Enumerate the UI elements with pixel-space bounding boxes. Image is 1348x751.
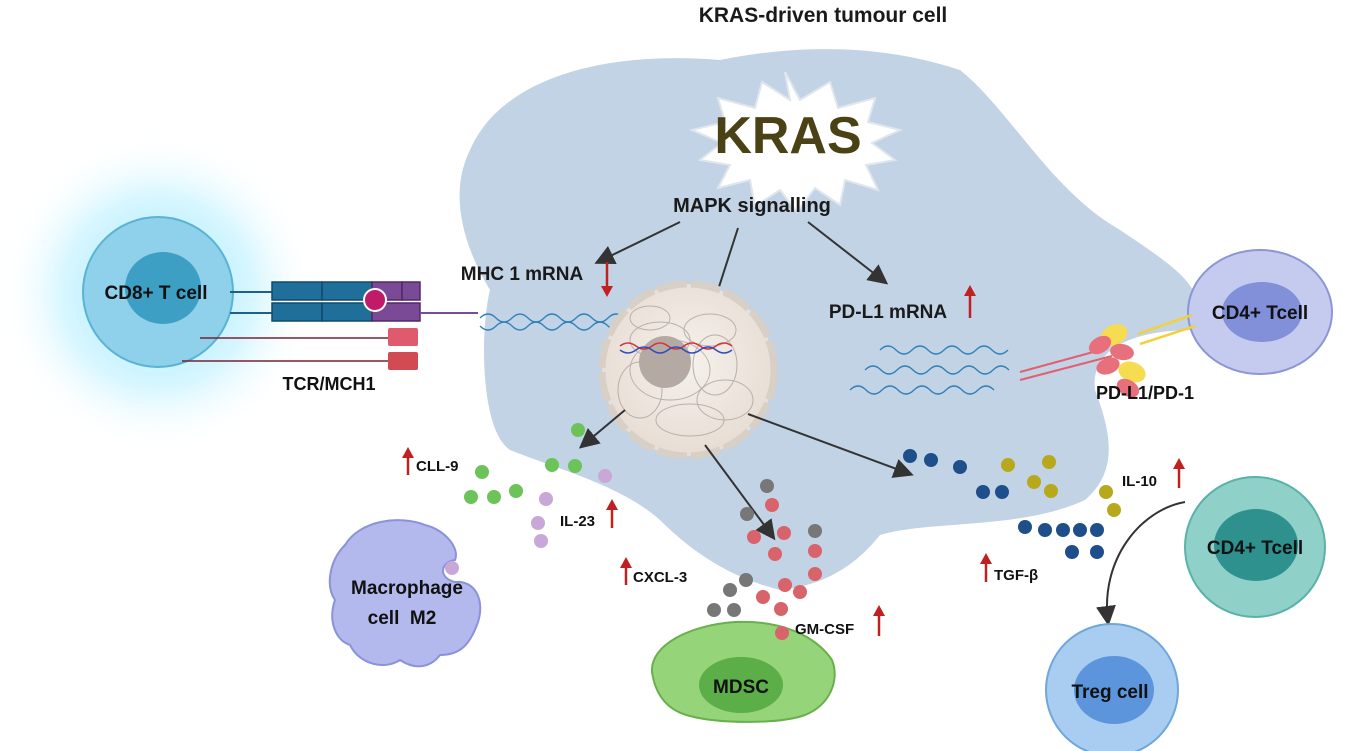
tgfb-up-arrow: [980, 553, 992, 582]
cd8-label: CD8+ T cell: [105, 283, 208, 304]
arrow-nucleus-to-mdsc: [704, 444, 776, 541]
il23-label: IL-23: [560, 513, 595, 530]
mdsc-label: MDSC: [713, 677, 769, 698]
treg-label: Treg cell: [1071, 682, 1148, 703]
cxcl3-particles: [707, 479, 822, 617]
cll9-up-arrow: [402, 447, 414, 475]
mapk-label: MAPK signalling: [673, 195, 831, 217]
il10-label: IL-10: [1122, 473, 1157, 490]
il23-particles: [531, 469, 612, 548]
cd8-t-cell: [82, 216, 234, 368]
cd4-t-cell-bottom: [1184, 476, 1326, 618]
arrow-mapk-to-pdl1: [807, 221, 889, 285]
cll9-particles: [464, 423, 585, 504]
cd4-bottom-label: CD4+ Tcell: [1207, 538, 1303, 559]
il10-up-arrow: [1173, 458, 1185, 488]
gmcsf-label: GM-CSF: [795, 621, 854, 638]
pdl1-pd1-label: PD-L1/PD-1: [1096, 383, 1194, 403]
gmcsf-particles: [747, 498, 822, 640]
il10-particles: [1001, 455, 1121, 517]
macrophage-label-line2: cell M2: [368, 608, 437, 629]
nucleus: [598, 280, 778, 460]
treg-cell: [1045, 623, 1179, 751]
arrow-mapk-to-mhc: [594, 221, 681, 264]
mhc-down-arrow: [601, 262, 613, 297]
macrophage-engulfed-particle: [445, 561, 459, 575]
diagram-title: KRAS-driven tumour cell: [699, 4, 948, 27]
cxcl3-up-arrow: [620, 557, 632, 585]
kras-starburst: [688, 71, 903, 214]
tumour-cell-body: [459, 49, 1199, 590]
tgfb-particles: [903, 449, 1104, 559]
pdl1-pd1-complex: [1019, 313, 1196, 398]
gmcsf-up-arrow: [873, 605, 885, 636]
cll9-label: CLL-9: [416, 458, 459, 475]
arrow-nucleus-to-tgf: [747, 413, 914, 478]
cd4-top-label: CD4+ Tcell: [1212, 303, 1308, 324]
arrow-nucleus-to-cll9: [578, 409, 626, 449]
kras-label: KRAS: [714, 107, 861, 165]
tcr-mhc-complex: [182, 281, 478, 370]
cd4-t-cell-top: [1187, 249, 1333, 375]
macrophage-cell: [328, 519, 482, 668]
pdl1-up-arrow: [964, 285, 976, 318]
macrophage-label-line1: Macrophage: [351, 578, 463, 599]
mhc-mrna-label: MHC 1 mRNA: [461, 264, 584, 285]
pdl1-mrna-strands: [849, 345, 1010, 395]
tgfb-label: TGF-β: [994, 567, 1038, 584]
il23-up-arrow: [606, 499, 618, 528]
tcr-mhc-label: TCR/MCH1: [283, 374, 376, 394]
arrow-cd4-to-treg: [1096, 501, 1186, 626]
mdsc-nucleus: [699, 657, 783, 713]
pdl1-mrna-label: PD-L1 mRNA: [829, 302, 948, 323]
cxcl3-label: CXCL-3: [633, 569, 687, 586]
